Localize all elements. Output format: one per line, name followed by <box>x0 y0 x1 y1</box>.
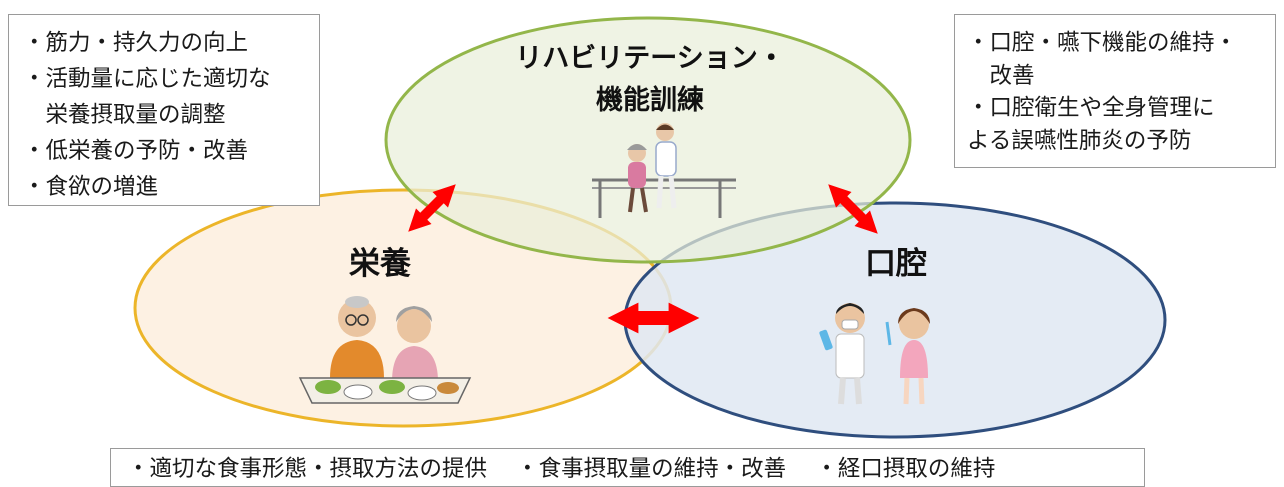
benefit-item: ・口腔衛生や全身管理に <box>967 95 1215 121</box>
rehab-title-line2: 機能訓練 <box>596 85 704 116</box>
benefit-item: ・食欲の増進 <box>23 174 159 200</box>
rehab-title-line1: リハビリテーション・ <box>515 43 785 74</box>
benefit-item: 改善 <box>967 62 1035 89</box>
rehab-circle <box>384 16 912 264</box>
nutrition-oral-benefits-box: ・適切な食事形態・摂取方法の提供 ・食事摂取量の維持・改善 ・経口摂取の維持 <box>110 448 1145 487</box>
elderly-couple-eating-illustration <box>298 296 472 404</box>
benefit-item: ・低栄養の予防・改善 <box>23 138 249 164</box>
benefit-item: 栄養摂取量の調整 <box>23 102 226 128</box>
benefit-item: ・適切な食事形態・摂取方法の提供 <box>127 456 488 482</box>
benefit-item: ・経口摂取の維持 <box>815 456 996 482</box>
double-arrow-rehab-nutrition <box>408 184 456 232</box>
rehab-title: リハビリテーション・ 機能訓練 <box>420 38 880 122</box>
benefit-item: ・食事摂取量の維持・改善 <box>516 456 787 482</box>
benefit-item: よる誤嚥性肺炎の予防 <box>967 127 1192 154</box>
nutrition-title: 栄養 <box>349 246 411 282</box>
double-arrow-rehab-oral <box>828 184 878 234</box>
oral-rehab-benefits-box: ・口腔・嚥下機能の維持・ 改善 ・口腔衛生や全身管理に よる誤嚥性肺炎の予防 <box>954 14 1276 168</box>
benefit-item: ・活動量に応じた適切な <box>23 66 271 92</box>
rehab-walking-bars-illustration <box>592 123 736 218</box>
benefit-item: ・筋力・持久力の向上 <box>23 30 249 56</box>
nutrition-rehab-benefits-box: ・筋力・持久力の向上 ・活動量に応じた適切な 栄養摂取量の調整 ・低栄養の予防・… <box>8 14 320 206</box>
dentist-and-hygienist-illustration <box>819 303 930 405</box>
benefit-item: ・口腔・嚥下機能の維持・ <box>967 30 1238 56</box>
oral-title: 口腔 <box>865 246 927 282</box>
